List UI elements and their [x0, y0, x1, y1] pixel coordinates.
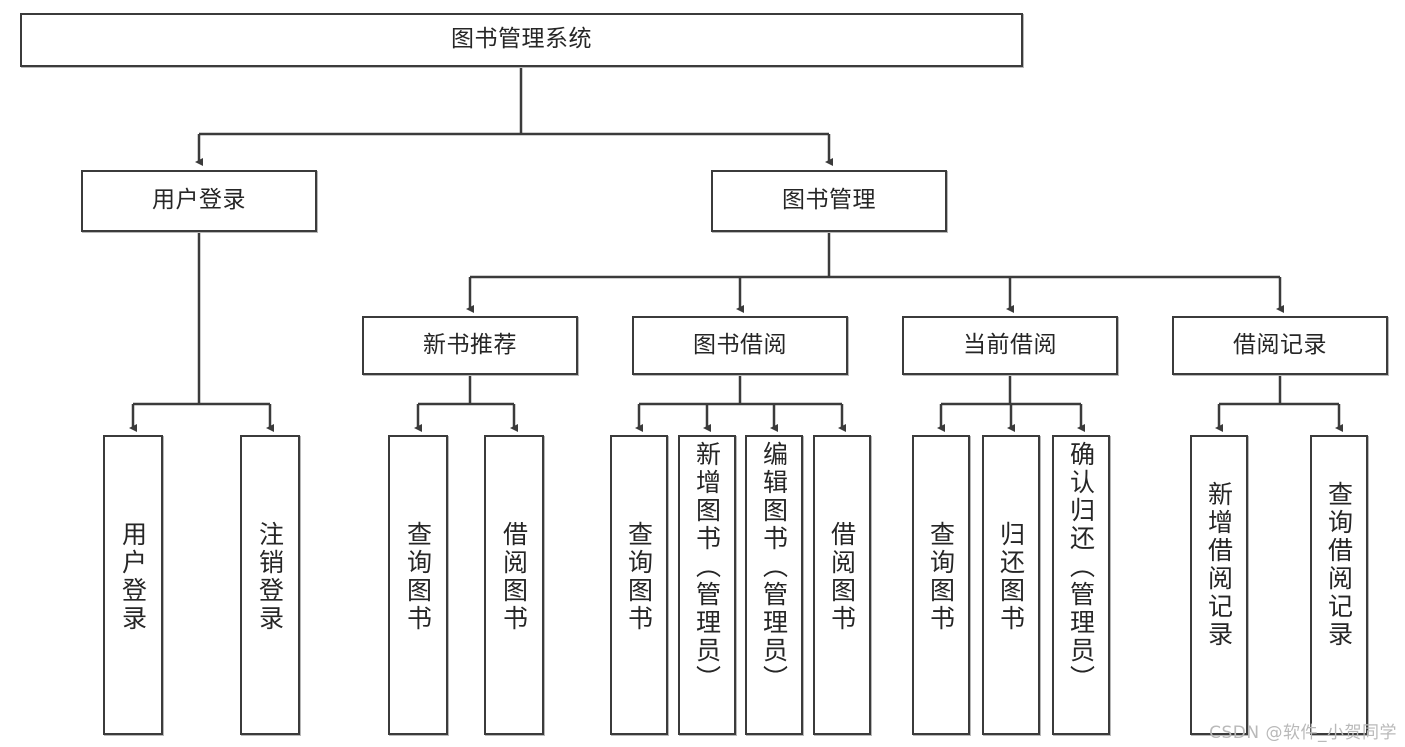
node-book-borrow[interactable]: 图书借阅: [632, 316, 848, 375]
node-user-login-label: 用户登录: [152, 187, 246, 214]
node-leaf-add-book-label: 新增图书（管理员）: [692, 441, 722, 693]
node-current-borrow-label: 当前借阅: [963, 331, 1057, 358]
node-leaf-query-borrow-record[interactable]: 查询借阅记录: [1310, 435, 1368, 735]
node-leaf-confirm-return-label: 确认归还（管理员）: [1066, 441, 1096, 693]
node-leaf-borrow-book-1[interactable]: 借阅图书: [484, 435, 544, 735]
node-leaf-add-borrow-record-label: 新增借阅记录: [1204, 481, 1234, 649]
node-leaf-user-login[interactable]: 用户登录: [103, 435, 163, 735]
node-new-book-recommend-label: 新书推荐: [423, 331, 517, 358]
node-current-borrow[interactable]: 当前借阅: [902, 316, 1118, 375]
node-leaf-add-borrow-record[interactable]: 新增借阅记录: [1190, 435, 1248, 735]
node-leaf-logout-login[interactable]: 注销登录: [240, 435, 300, 735]
node-leaf-query-borrow-record-label: 查询借阅记录: [1324, 481, 1354, 649]
node-book-manage[interactable]: 图书管理: [711, 170, 947, 232]
node-leaf-return-book[interactable]: 归还图书: [982, 435, 1040, 735]
node-leaf-query-book-1[interactable]: 查询图书: [388, 435, 448, 735]
node-leaf-query-book-2-label: 查询图书: [624, 521, 654, 633]
node-root[interactable]: 图书管理系统: [20, 13, 1023, 67]
node-leaf-query-book-3[interactable]: 查询图书: [912, 435, 970, 735]
node-leaf-borrow-book-1-label: 借阅图书: [499, 521, 529, 633]
node-leaf-confirm-return[interactable]: 确认归还（管理员）: [1052, 435, 1110, 735]
node-leaf-query-book-3-label: 查询图书: [926, 521, 956, 633]
node-borrow-record[interactable]: 借阅记录: [1172, 316, 1388, 375]
node-book-manage-label: 图书管理: [782, 187, 876, 214]
node-leaf-query-book-1-label: 查询图书: [403, 521, 433, 633]
node-root-label: 图书管理系统: [451, 26, 592, 53]
node-leaf-borrow-book-2[interactable]: 借阅图书: [813, 435, 871, 735]
node-leaf-query-book-2[interactable]: 查询图书: [610, 435, 668, 735]
node-book-borrow-label: 图书借阅: [693, 331, 787, 358]
node-leaf-borrow-book-2-label: 借阅图书: [827, 521, 857, 633]
node-borrow-record-label: 借阅记录: [1233, 331, 1327, 358]
node-new-book-recommend[interactable]: 新书推荐: [362, 316, 578, 375]
node-leaf-logout-login-label: 注销登录: [255, 521, 285, 633]
node-leaf-add-book[interactable]: 新增图书（管理员）: [678, 435, 736, 735]
node-leaf-edit-book-label: 编辑图书（管理员）: [759, 441, 789, 693]
node-leaf-user-login-label: 用户登录: [118, 521, 148, 633]
node-user-login[interactable]: 用户登录: [81, 170, 317, 232]
watermark-text: CSDN @软件_小贺同学: [1209, 723, 1397, 743]
node-leaf-edit-book[interactable]: 编辑图书（管理员）: [745, 435, 803, 735]
node-leaf-return-book-label: 归还图书: [996, 521, 1026, 633]
